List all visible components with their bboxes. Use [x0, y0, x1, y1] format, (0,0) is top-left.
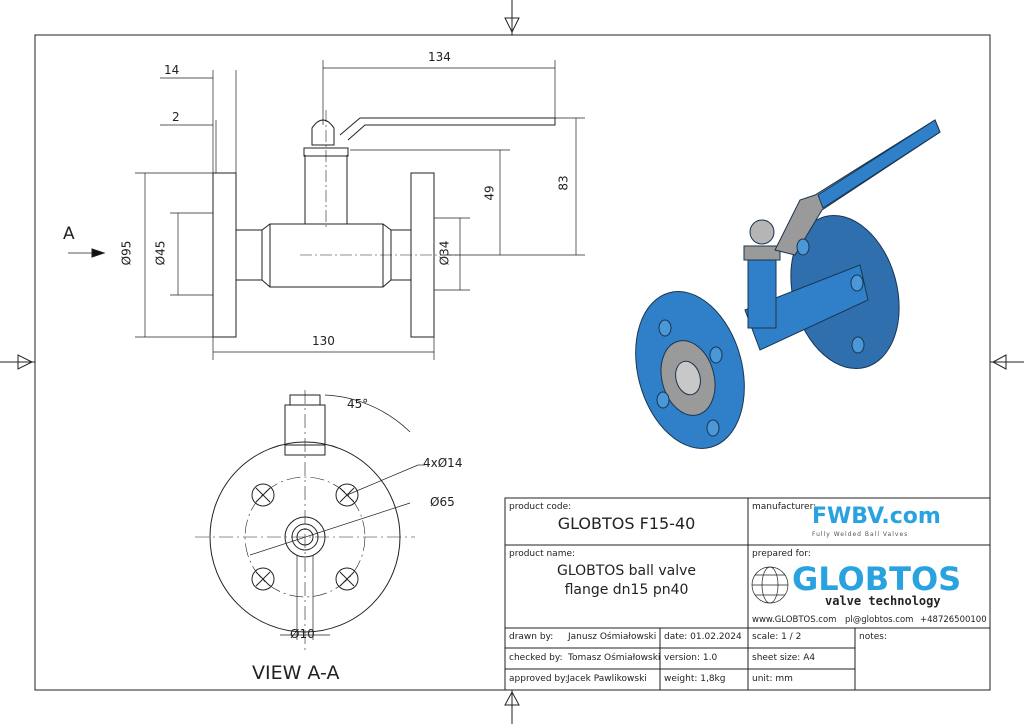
checked-by: Tomasz Ośmiałowski [568, 653, 661, 663]
dim-dia45: Ø45 [153, 240, 168, 266]
dim-130: 130 [312, 334, 335, 348]
manufacturer-tagline: Fully Welded Ball Valves [812, 531, 909, 538]
product-code-label: product code: [509, 502, 572, 512]
drawn-by: Janusz Ośmiałowski [568, 632, 657, 642]
scale: scale: 1 / 2 [752, 632, 802, 642]
dim-49: 49 [482, 185, 497, 201]
weight: weight: 1,8kg [664, 674, 726, 684]
unit: unit: mm [752, 674, 793, 684]
side-view-a-a [195, 390, 425, 650]
client-tagline: valve technology [825, 594, 941, 608]
manufacturer-logo: FWBV.com [812, 504, 941, 529]
product-name-label: product name: [509, 549, 576, 559]
product-name-line2: flange dn15 pn40 [564, 582, 689, 598]
client-logo: GLOBTOS [792, 560, 962, 598]
dim-dia34: Ø34 [437, 240, 452, 266]
dim-83: 83 [556, 175, 571, 191]
dim-dia95: Ø95 [119, 240, 134, 266]
view-label: VIEW A-A [252, 662, 340, 684]
approved-by-label: approved by: [509, 674, 568, 684]
dim-holes: 4xØ14 [423, 456, 463, 470]
front-view [68, 60, 585, 360]
manufacturer-label: manufacturer: [752, 502, 817, 512]
dim-2: 2 [172, 110, 180, 124]
globe-icon [751, 566, 789, 604]
notes-label: notes: [859, 632, 887, 642]
product-name-line1: GLOBTOS ball valve [556, 563, 697, 579]
dim-134: 134 [428, 50, 451, 64]
approved-by: Jacek Pawlikowski [567, 674, 647, 684]
checked-by-label: checked by: [509, 653, 563, 663]
dim-dia65: Ø65 [430, 495, 455, 509]
product-code: GLOBTOS F15-40 [557, 514, 696, 533]
phone: +48726500100 [920, 615, 987, 625]
version: version: 1.0 [664, 653, 718, 663]
view-arrow-label: A [63, 224, 75, 244]
prepared-for-label: prepared for: [752, 549, 811, 559]
email: pl@globtos.com [845, 615, 914, 625]
isometric-valve-render [635, 119, 941, 449]
dim-dia10: Ø10 [290, 627, 315, 641]
website: www.GLOBTOS.com [752, 615, 837, 625]
date: date: 01.02.2024 [664, 632, 742, 642]
sheet-size: sheet size: A4 [752, 653, 816, 663]
drawn-by-label: drawn by: [509, 632, 554, 642]
dim-14: 14 [164, 63, 180, 77]
title-block-grid [504, 497, 991, 691]
dim-45-deg: 45° [347, 397, 369, 411]
